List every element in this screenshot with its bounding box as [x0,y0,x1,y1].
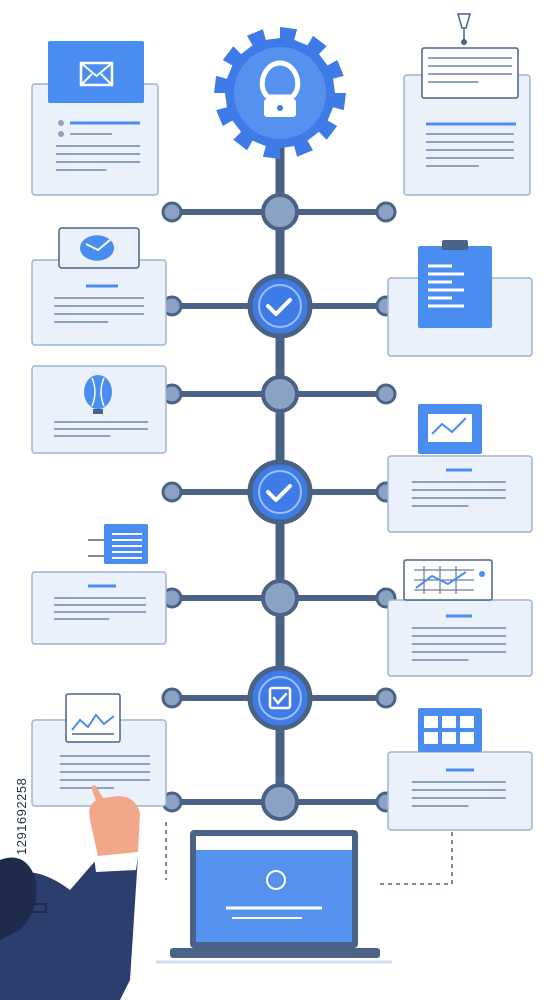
envelope-icon [79,61,114,87]
milestone-ring [258,284,302,328]
spine-node [261,193,299,231]
checkmark-icon [266,484,292,502]
spine-node [261,783,299,821]
stock-watermark: 1291692258 [6,755,46,855]
spine-node [261,579,299,617]
businessman-pointing [0,785,140,1000]
branch-end-dot [375,383,397,405]
trend-chart-icon [428,414,472,442]
circuit-chart-icon [414,566,485,594]
milestone-ring [258,676,302,720]
left-card-4 [31,571,167,645]
right-card-2-clipboard [418,246,492,328]
right-card-3 [387,455,533,533]
list-document-icon [88,533,142,559]
left-card-1-header [48,41,144,103]
milestone-ring [258,470,302,514]
line-chart-icon [71,713,115,735]
hot-air-balloon-icon [84,375,112,414]
laptop-icon [156,830,392,964]
document-check-icon [268,686,292,710]
dashed-connector [380,832,453,885]
left-card-2 [31,259,167,346]
branch-end-dot [375,201,397,223]
branch-end-dot [161,687,183,709]
right-card-4 [387,599,533,677]
branch-end-dot [161,201,183,223]
right-card-5-badge [418,708,482,752]
chart-card-icon [80,235,114,261]
checkmark-icon [266,298,292,316]
grid-blocks-icon [424,716,474,744]
stock-id-label: 1291692258 [14,777,29,855]
hub-gear-core [234,47,326,139]
spine-node [261,375,299,413]
branch-end-dot [161,481,183,503]
pin-note-icon [457,13,471,45]
bullet-dot [58,131,64,137]
branch-end-dot [375,687,397,709]
bullet-dot [58,120,64,126]
lightbulb-gear-icon [259,60,301,117]
clipboard-icon [428,240,468,308]
